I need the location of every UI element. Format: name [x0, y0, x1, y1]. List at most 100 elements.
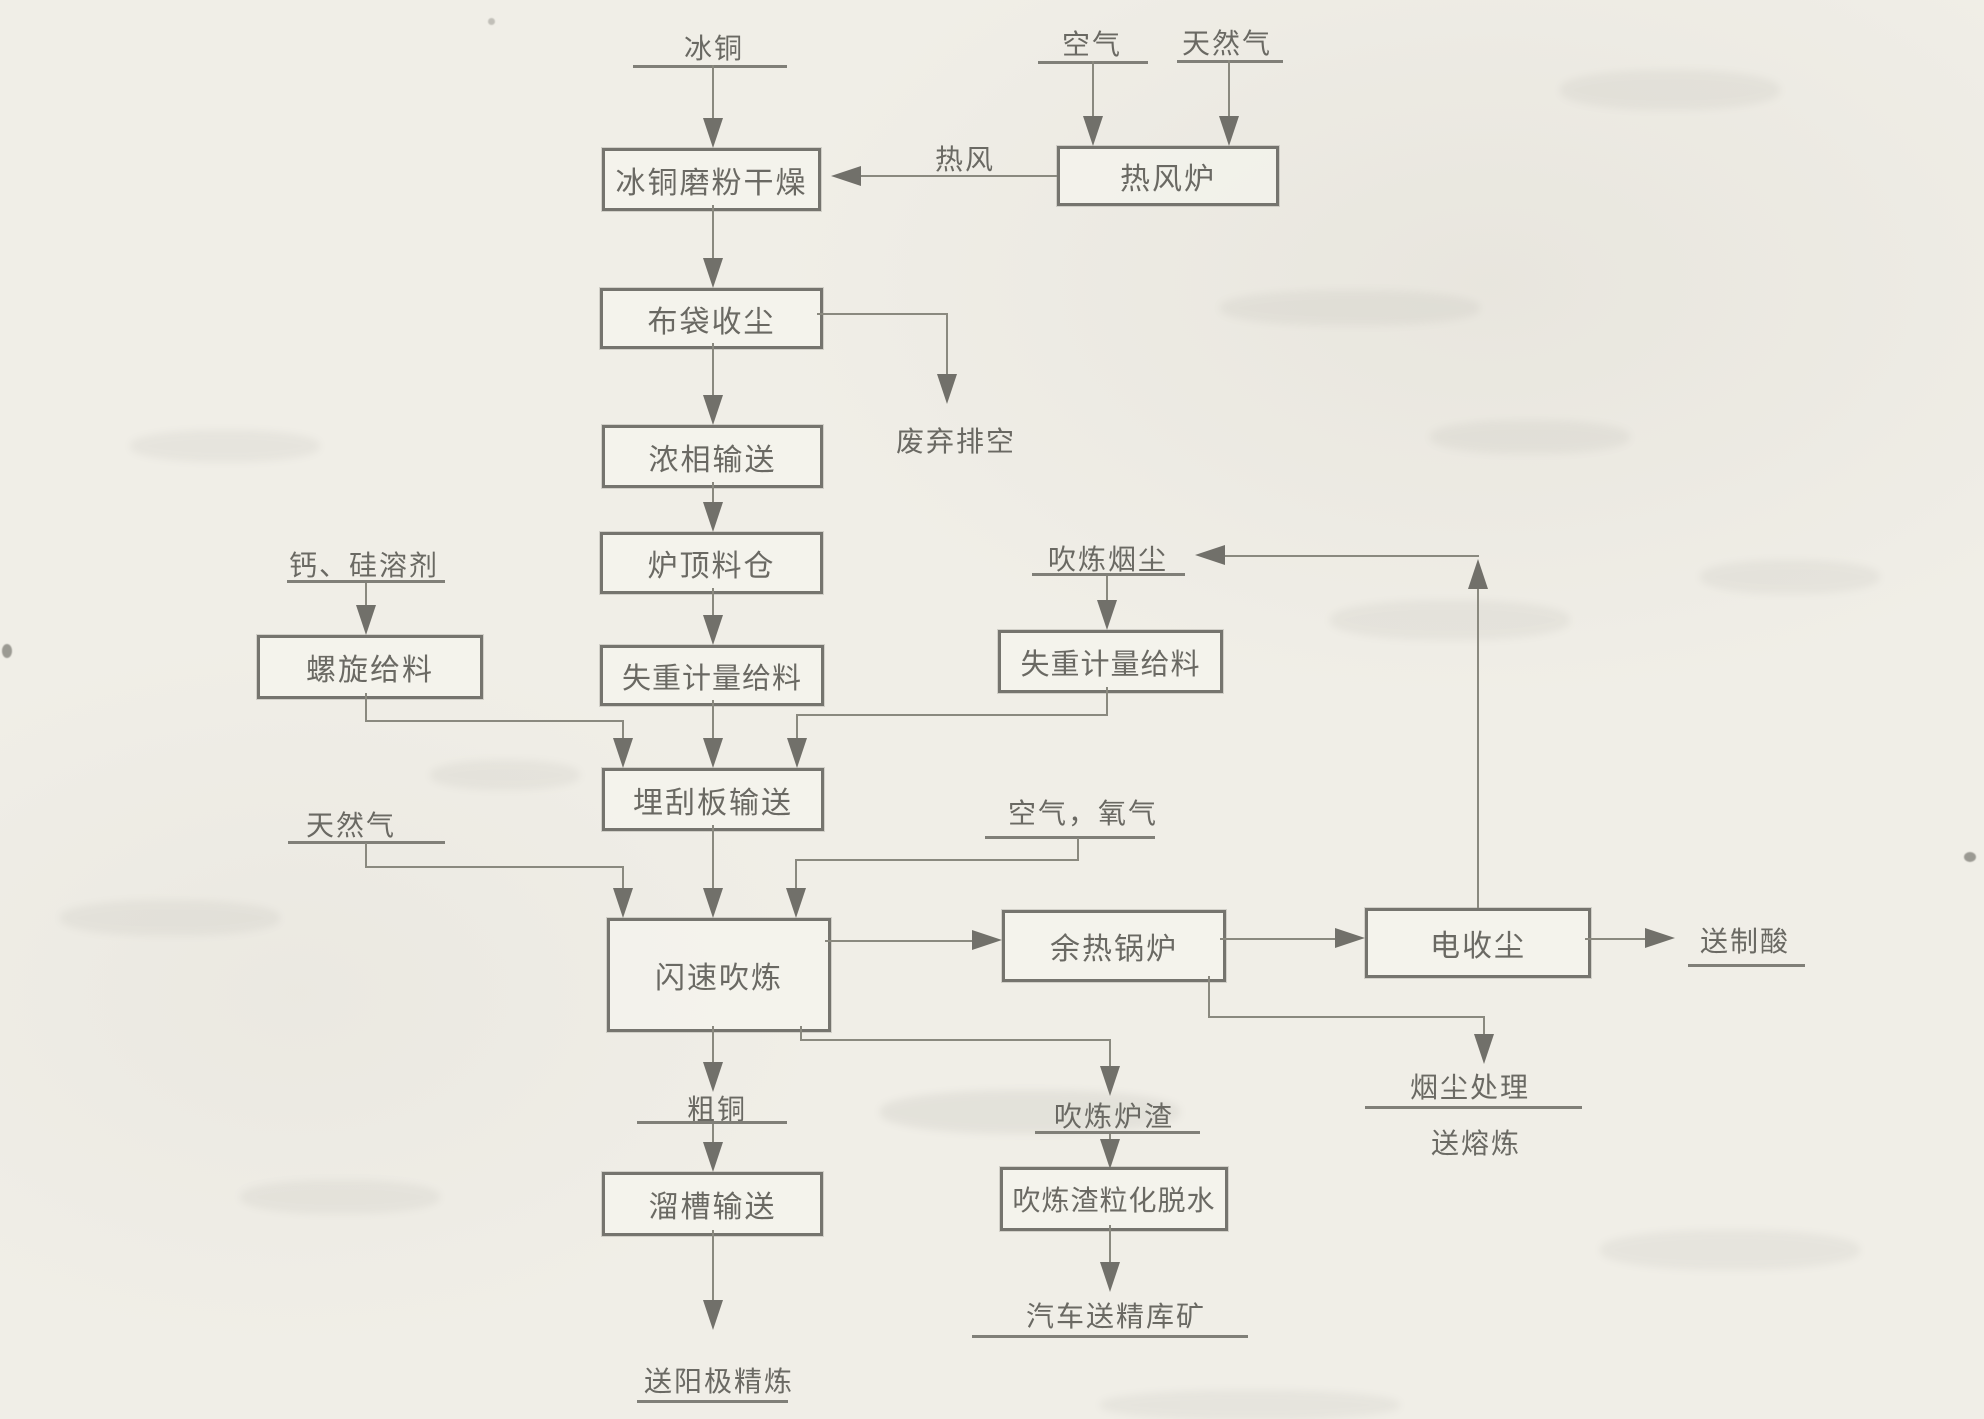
arrow-gas-into-stove — [1219, 116, 1239, 149]
node-dense-phase-conveying: 浓相输送 — [602, 425, 823, 488]
line-air-oxygen-horizontal — [795, 859, 1079, 861]
label-converting-slag: 吹炼炉渣 — [1054, 1101, 1175, 1132]
node-matte-grinding-drying: 冰铜磨粉干燥 — [602, 148, 821, 211]
arrow-flux-into-screw — [356, 605, 376, 638]
label-natural-gas-left: 天然气 — [306, 810, 397, 841]
line-gas-left-drop2 — [622, 866, 624, 889]
bleed-through-smudge — [1700, 560, 1880, 594]
line-air-to-stove — [1092, 61, 1094, 117]
arrow-air-into-stove — [1083, 116, 1103, 149]
line-flux-to-screw — [365, 583, 367, 606]
arrow-hotblast-into-grind — [828, 166, 861, 186]
arrow-drag-into-flash — [703, 888, 723, 921]
line-flash-to-crude — [712, 1026, 714, 1064]
arrow-recycle-into-dust-label — [1192, 545, 1225, 565]
line-matte-to-grind — [712, 65, 714, 120]
bleed-through-smudge — [240, 1180, 440, 1214]
arrow-bag-into-dense — [703, 395, 723, 428]
line-screw-down — [365, 693, 367, 721]
bleed-through-smudge — [430, 760, 580, 790]
arrow-matte-into-grind — [703, 118, 723, 151]
underline-to-acid-plant — [1688, 964, 1805, 967]
bleed-through-smudge — [130, 430, 320, 462]
arrow-crude-into-chute — [703, 1142, 723, 1175]
label-air: 空气 — [1062, 29, 1123, 60]
arrow-merge-right-into-drag — [787, 738, 807, 771]
line-dense-to-bin — [712, 482, 714, 503]
arrow-slag-into-granulation — [1100, 1139, 1120, 1172]
line-dust-to-feeder-right — [1106, 576, 1108, 602]
line-to-dust-treatment — [1483, 1016, 1485, 1035]
arrow-boiler-into-esp — [1335, 928, 1368, 948]
line-flash-to-slag — [800, 1039, 1111, 1041]
node-electrostatic-precipitator: 电收尘 — [1365, 908, 1591, 978]
line-drag-to-flash — [712, 825, 714, 889]
label-flux: 钙、硅溶剂 — [289, 550, 440, 581]
line-boiler-to-esp — [1220, 938, 1337, 940]
label-natural-gas-top: 天然气 — [1182, 28, 1273, 59]
line-crude-to-chute — [712, 1124, 714, 1144]
bleed-through-smudge — [1430, 420, 1630, 454]
underline-truck-to-ore-store — [972, 1335, 1248, 1338]
node-hot-blast-stove: 热风炉 — [1057, 146, 1279, 206]
label-dust-treatment: 烟尘处理 — [1410, 1072, 1531, 1103]
arrow-into-dust-treatment — [1474, 1034, 1494, 1067]
bleed-through-smudge — [1220, 290, 1480, 326]
label-air-oxygen: 空气，氧气 — [1008, 798, 1159, 829]
line-air-oxygen-drop2 — [795, 859, 797, 889]
line-to-converting-slag — [1109, 1039, 1111, 1067]
node-loss-in-weight-feeder-right: 失重计量给料 — [998, 630, 1223, 693]
underline-air-oxygen — [985, 836, 1155, 839]
node-loss-in-weight-feeder-center: 失重计量给料 — [600, 645, 824, 706]
arrow-grind-into-bag — [703, 258, 723, 291]
label-to-acid-plant: 送制酸 — [1700, 926, 1791, 957]
arrow-flash-into-boiler — [972, 930, 1005, 950]
arrow-granulation-into-truck — [1100, 1262, 1120, 1295]
line-grind-to-bag — [712, 205, 714, 259]
label-matte: 冰铜 — [684, 33, 745, 64]
node-flash-converting: 闪速吹炼 — [607, 918, 831, 1032]
line-boiler-to-treatment — [1208, 1016, 1485, 1018]
node-bag-dust-collector: 布袋收尘 — [600, 288, 823, 349]
line-recycle-horizontal — [1222, 555, 1479, 557]
line-slag-to-granulation — [1109, 1134, 1111, 1140]
arrow-air-oxygen-into-flash — [786, 888, 806, 921]
arrow-into-converting-slag — [1100, 1066, 1120, 1099]
underline-to-anode-refining — [637, 1400, 788, 1403]
node-furnace-top-bin: 炉顶料仓 — [600, 532, 823, 594]
label-converting-dust: 吹炼烟尘 — [1048, 544, 1169, 575]
node-drag-chain-conveyor: 埋刮板输送 — [602, 768, 824, 831]
line-feeder-right-down — [1106, 687, 1108, 715]
line-bag-to-dense — [712, 343, 714, 396]
line-merge-left-down — [622, 720, 624, 741]
line-bag-branch — [817, 313, 948, 315]
line-feeder-right-merge — [796, 714, 1108, 716]
arrow-esp-into-acid — [1645, 928, 1678, 948]
arrow-bin-into-feeder — [703, 615, 723, 648]
arrow-dust-into-feeder-right — [1097, 600, 1117, 633]
arrow-chute-into-anode — [703, 1300, 723, 1333]
arrow-into-waste-vent — [937, 374, 957, 407]
ink-speck — [488, 18, 495, 25]
arrow-recycle-up — [1468, 556, 1488, 589]
line-granulation-to-truck — [1109, 1225, 1111, 1262]
arrow-dense-into-bin — [703, 502, 723, 535]
label-to-smelting: 送熔炼 — [1431, 1128, 1522, 1159]
line-chute-to-anode — [712, 1230, 714, 1300]
underline-natural-gas-left — [288, 841, 445, 844]
underline-natural-gas-top — [1177, 60, 1283, 63]
underline-converting-slag — [1035, 1131, 1200, 1134]
underline-converting-dust — [1032, 573, 1185, 576]
node-slag-granulation-dewatering: 吹炼渣粒化脱水 — [1000, 1167, 1228, 1231]
bleed-through-smudge — [880, 1090, 1180, 1134]
label-hot-blast: 热风 — [935, 144, 996, 175]
line-air-oxygen-drop1 — [1077, 838, 1079, 860]
label-truck-to-ore-store: 汽车送精库矿 — [1026, 1301, 1207, 1332]
bleed-through-smudge — [60, 900, 280, 936]
node-waste-heat-boiler: 余热锅炉 — [1002, 910, 1226, 982]
underline-crude-copper — [637, 1121, 787, 1124]
node-screw-feeder: 螺旋给料 — [257, 635, 483, 699]
ink-speck — [2, 644, 12, 658]
arrow-flash-into-crude — [703, 1062, 723, 1095]
